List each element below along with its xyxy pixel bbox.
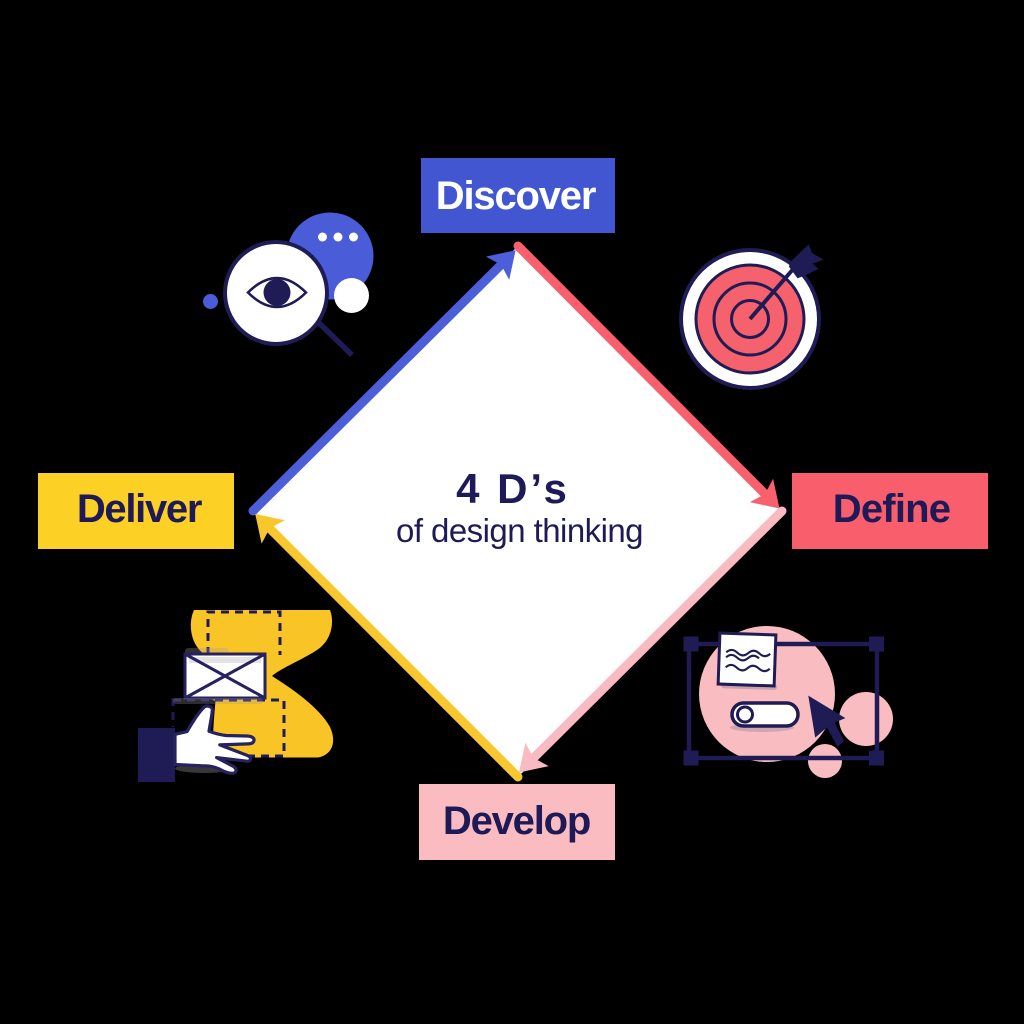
svg-text:Define: Define (833, 487, 950, 531)
svg-text:Deliver: Deliver (77, 487, 202, 531)
svg-text:Develop: Develop (443, 799, 590, 843)
svg-text:Discover: Discover (436, 174, 596, 218)
svg-text:4 D’s: 4 D’s (456, 465, 570, 512)
svg-text:of design thinking: of design thinking (396, 512, 643, 549)
